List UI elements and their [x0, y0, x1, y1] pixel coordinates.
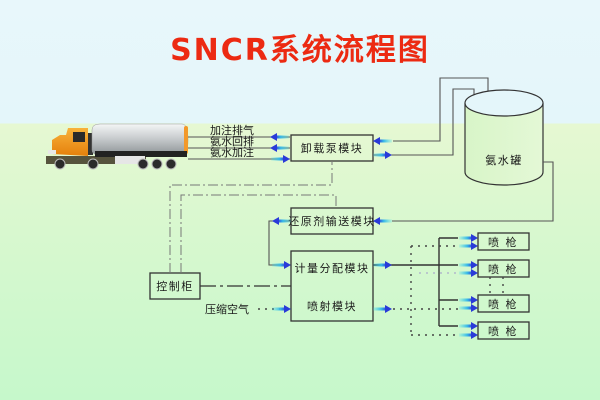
ammonia-tank-label: 氨水罐	[485, 154, 523, 167]
nozzle-4: 喷 枪	[477, 321, 530, 340]
nozzle-2: 喷 枪	[477, 259, 530, 278]
unload-pump-module: 卸载泵模块	[290, 134, 374, 162]
nozzle-label: 喷 枪	[488, 262, 518, 276]
metering-injection-module: 计量分配模块 喷射模块	[290, 250, 374, 322]
ammonia-tank: 氨水罐	[464, 89, 544, 186]
injection-module-label: 喷射模块	[307, 299, 357, 313]
ammonia-return-label: 氨水回排	[210, 134, 254, 148]
truck-connections: 加注排气 氨水回排 氨水加注	[188, 123, 290, 163]
nozzle-3: 喷 枪	[477, 294, 530, 313]
control-signal-lines	[169, 161, 337, 287]
nozzle-label: 喷 枪	[488, 324, 518, 338]
nozzle-label: 喷 枪	[488, 297, 518, 311]
compressed-air-label: 压缩空气	[205, 302, 249, 316]
ammonia-fill-label: 氨水加注	[210, 145, 254, 159]
nozzle-label: 喷 枪	[488, 235, 518, 249]
unload-pump-label: 卸载泵模块	[301, 141, 364, 155]
diagram-title: SNCR系统流程图	[170, 33, 430, 68]
reductant-delivery-label: 还原剂输送模块	[288, 214, 376, 228]
reductant-delivery-module: 还原剂输送模块	[288, 207, 376, 235]
tank-outlet-pipe	[392, 161, 554, 222]
nozzle-1: 喷 枪	[477, 232, 530, 251]
metering-distribution-label: 计量分配模块	[295, 262, 370, 275]
tank-pipes	[373, 77, 489, 159]
control-cabinet-label: 控制柜	[156, 279, 194, 293]
nozzle-arrows	[459, 234, 478, 339]
control-cabinet: 控制柜	[149, 272, 201, 300]
tanker-truck	[46, 123, 189, 170]
vent-fill-label: 加注排气	[210, 123, 254, 137]
